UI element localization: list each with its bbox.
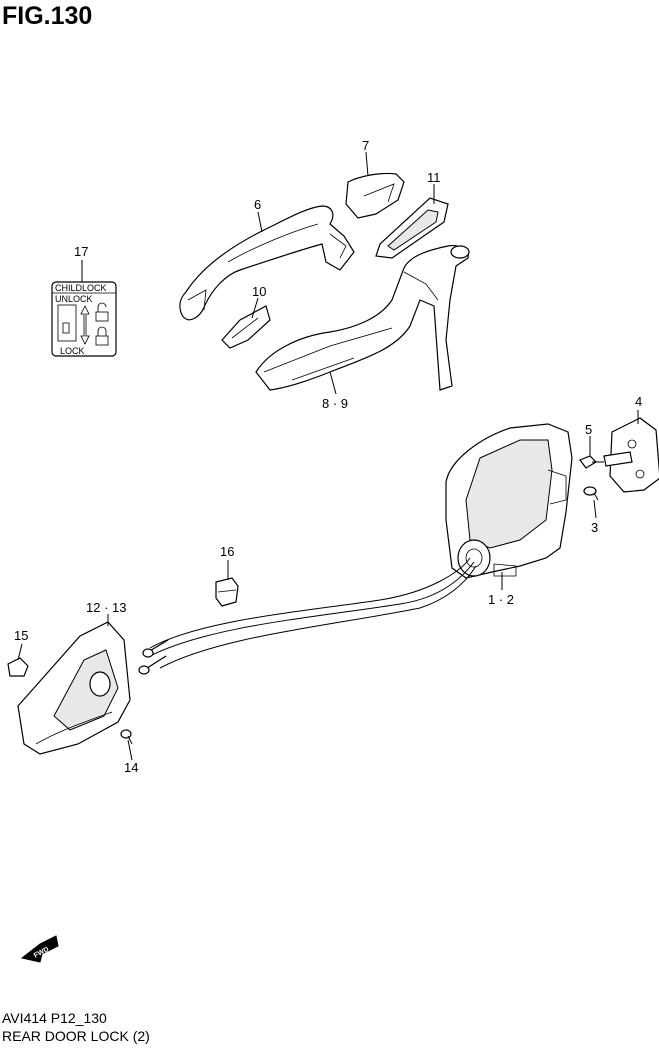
callout-14: 14 <box>124 760 138 775</box>
callout-16: 16 <box>220 544 234 559</box>
callout-17: 17 <box>74 244 88 259</box>
child-lock-title: CHILDLOCK <box>55 283 107 293</box>
screw-part[interactable] <box>583 486 599 501</box>
door-lock-actuator-part[interactable] <box>445 423 573 579</box>
callout-5: 5 <box>585 422 592 437</box>
callout-11: 11 <box>427 170 441 185</box>
footer-code: AVI414 P12_130 <box>2 1010 107 1026</box>
lock-cables[interactable] <box>138 557 477 675</box>
callouts: 17 6 7 11 10 8 · 9 5 3 4 1 · 2 16 12 · 1… <box>14 138 642 775</box>
unlocked-padlock-icon <box>95 311 109 322</box>
cable-clip-part[interactable] <box>215 577 239 607</box>
footer-caption: REAR DOOR LOCK (2) <box>2 1028 150 1044</box>
locked-padlock-icon <box>95 335 109 346</box>
callout-6: 6 <box>254 197 261 212</box>
fwd-arrow-icon: FWD <box>20 935 59 963</box>
striker-part[interactable] <box>603 417 659 493</box>
leader-lines <box>17 151 639 761</box>
callout-10: 10 <box>252 284 266 299</box>
handle-pad-part[interactable] <box>221 305 271 349</box>
inside-handle-part[interactable] <box>17 621 131 755</box>
child-lock-lock-text: LOCK <box>60 346 85 356</box>
child-lock-label-part[interactable]: CHILDLOCK UNLOCK LOCK <box>51 281 117 357</box>
callout-1-2: 1 · 2 <box>488 592 514 607</box>
callout-15: 15 <box>14 628 28 643</box>
inside-handle-cap-part[interactable] <box>7 657 29 677</box>
child-lock-unlock-text: UNLOCK <box>55 294 93 304</box>
callout-7: 7 <box>362 138 369 153</box>
bolt-part[interactable] <box>579 455 604 469</box>
up-down-arrow-icon <box>80 305 90 345</box>
handle-frame-part[interactable] <box>255 245 470 391</box>
outside-handle-part[interactable] <box>179 205 355 321</box>
inside-handle-screw-part[interactable] <box>120 729 133 745</box>
callout-4: 4 <box>635 394 642 409</box>
callout-8-9: 8 · 9 <box>322 396 348 411</box>
handle-cap-part[interactable] <box>345 172 405 219</box>
figure-title: FIG.130 <box>2 2 93 30</box>
gasket-part[interactable] <box>375 197 449 259</box>
callout-3: 3 <box>591 520 598 535</box>
callout-12-13: 12 · 13 <box>86 600 126 615</box>
